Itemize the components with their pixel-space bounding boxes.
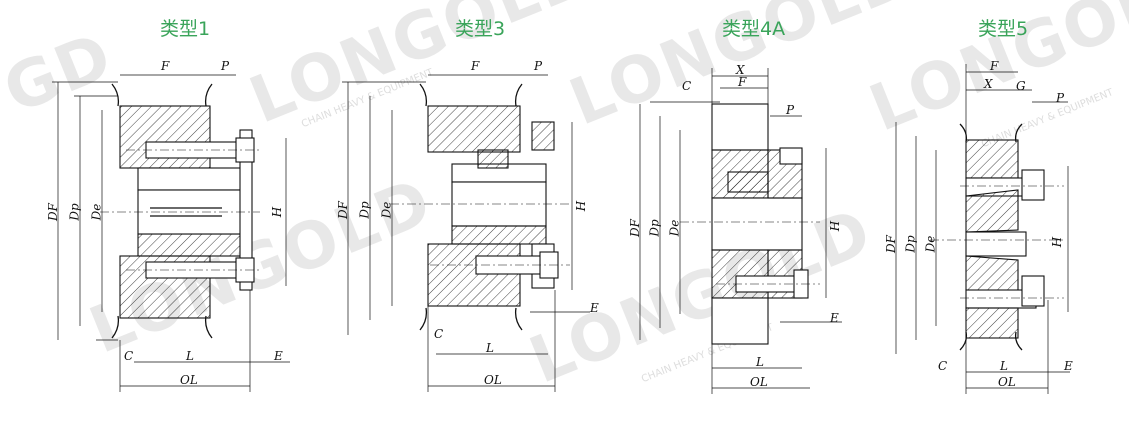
dim-label-dp: Dp (903, 235, 918, 253)
dim-label-de: De (379, 201, 394, 219)
dim-label-de: De (667, 219, 682, 237)
dim-label-de: De (89, 203, 104, 221)
dim-label-dp: Dp (647, 219, 662, 237)
dim-label-ol: OL (998, 375, 1016, 389)
dim-label-p: P (534, 59, 543, 73)
type-title: 类型3 (455, 18, 506, 40)
dim-label-c: C (682, 79, 692, 93)
dim-label-l: L (1000, 359, 1008, 373)
dim-label-x: X (736, 63, 745, 77)
dim-label-p: P (1056, 91, 1065, 105)
dim-label-de: De (923, 235, 938, 253)
dim-label-c: C (938, 359, 948, 373)
dim-label-ol: OL (484, 373, 502, 387)
dim-label-dp: Dp (357, 201, 372, 219)
dim-label-c: C (124, 349, 134, 363)
dim-label-df: DF (627, 219, 642, 237)
dim-label-f: F (161, 59, 170, 73)
dim-label-df: DF (335, 201, 350, 219)
type-title: 类型4A (722, 18, 786, 40)
dim-label-p: P (221, 59, 230, 73)
dim-label-e: E (590, 301, 599, 315)
dim-label-ol: OL (750, 375, 768, 389)
dim-label-df: DF (883, 235, 898, 253)
dim-label-h: H (574, 200, 589, 212)
dim-label-f: F (738, 75, 747, 89)
type-title: 类型5 (978, 18, 1029, 40)
dim-label-h: H (270, 206, 285, 218)
dim-label-h: H (1050, 236, 1065, 248)
dim-label-l: L (756, 355, 764, 369)
dim-label-h: H (828, 220, 843, 232)
dim-label-e: E (830, 311, 839, 325)
dim-label-df: DF (45, 203, 60, 221)
dim-label-g: G (1016, 79, 1026, 93)
dim-label-p: P (786, 103, 795, 117)
dim-label-f: F (471, 59, 480, 73)
dim-label-dp: Dp (67, 203, 82, 221)
dim-label-e: E (274, 349, 283, 363)
dim-label-e: E (1064, 359, 1073, 373)
dim-label-x: X (984, 77, 993, 91)
dim-label-f: F (990, 59, 999, 73)
dim-label-l: L (486, 341, 494, 355)
type-title: 类型1 (160, 18, 211, 40)
dim-label-l: L (186, 349, 194, 363)
dim-label-ol: OL (180, 373, 198, 387)
dim-label-c: C (434, 327, 444, 341)
